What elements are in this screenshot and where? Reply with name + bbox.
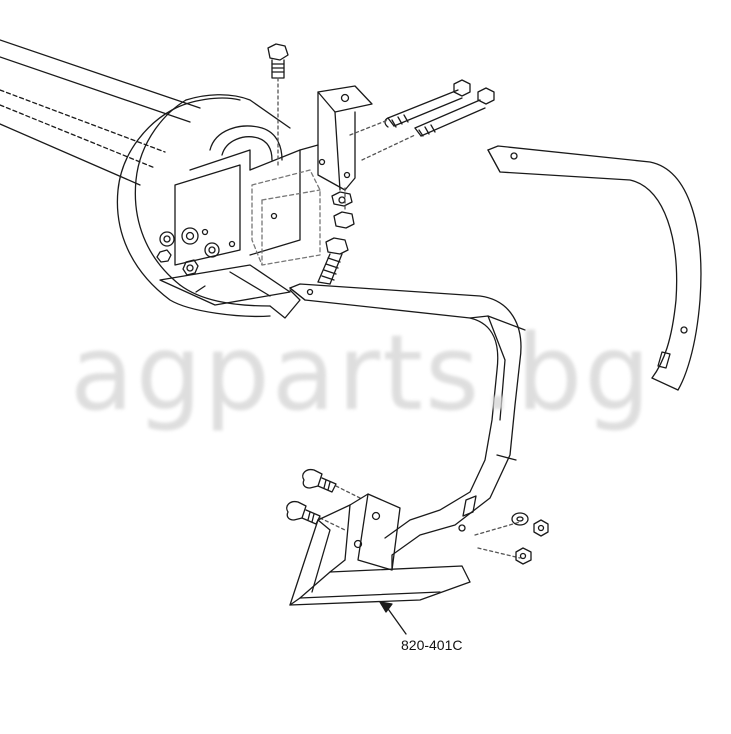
clamp-frame <box>116 94 321 319</box>
shank-hardware <box>511 512 549 565</box>
mounting-bracket <box>299 85 373 191</box>
clamp-hardware <box>156 212 278 276</box>
long-bolts <box>349 79 495 161</box>
bracket-nut <box>331 187 355 229</box>
shank-bolt <box>317 237 349 285</box>
sweep-shovel <box>289 493 471 606</box>
s-tine-shank <box>289 283 526 571</box>
spare-shank <box>487 145 702 391</box>
part-number-label: 820-401C <box>401 637 463 653</box>
toolbar-beam <box>0 39 201 186</box>
vertical-bolt <box>267 43 289 166</box>
part-callout <box>379 601 407 635</box>
